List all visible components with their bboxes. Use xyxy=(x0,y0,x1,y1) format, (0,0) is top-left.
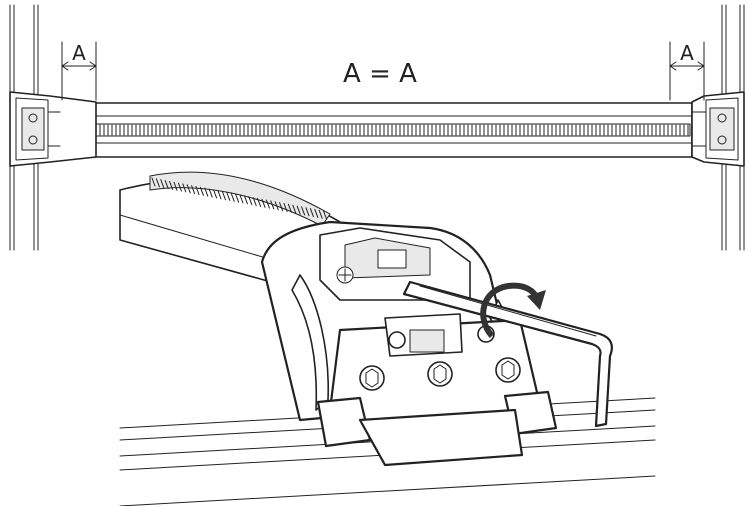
bolt-right xyxy=(495,357,521,383)
rotation-arrow-icon xyxy=(480,282,546,338)
hex-key-tool xyxy=(402,280,613,428)
top-view: A A A = A xyxy=(9,4,745,251)
dimension-left: A xyxy=(61,41,97,101)
detail-view xyxy=(119,171,656,506)
dimension-left-label: A xyxy=(72,41,86,65)
bolt-center xyxy=(427,361,453,387)
cross-bar-top xyxy=(59,102,693,158)
equation-label: A = A xyxy=(343,59,417,89)
right-foot-top xyxy=(691,91,745,167)
dimension-right-label: A xyxy=(680,41,694,65)
foot-detail xyxy=(260,220,558,467)
left-foot-top xyxy=(9,91,97,167)
bolt-left xyxy=(359,365,385,391)
dimension-right: A xyxy=(669,41,705,101)
